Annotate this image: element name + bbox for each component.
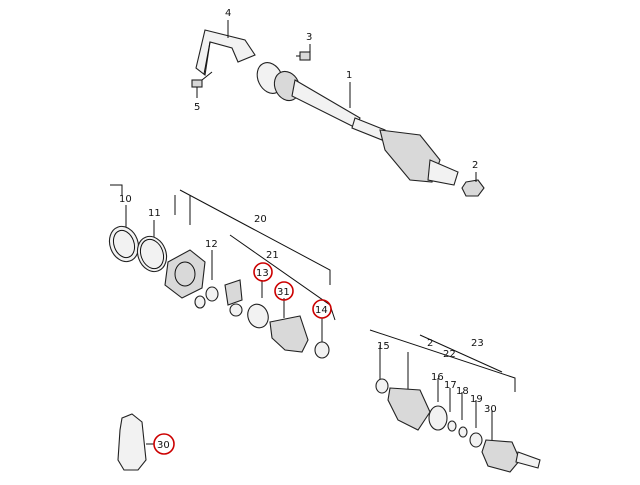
callout-22: 22 — [443, 349, 456, 360]
bolt-part — [299, 51, 311, 61]
callout-2b: 2 — [427, 338, 433, 349]
highlight-ring-30 — [153, 433, 175, 455]
callout-4: 4 — [225, 8, 231, 19]
spacer-part — [229, 303, 243, 317]
callout-2: 2 — [472, 160, 478, 171]
o-ring-part — [136, 235, 168, 273]
circlip-part — [447, 420, 457, 432]
hex-nut-part — [461, 179, 485, 197]
damper-part — [351, 117, 386, 141]
grease-tube-part — [117, 413, 147, 471]
gasket-ring-part — [108, 225, 140, 263]
highlight-ring-14 — [312, 299, 332, 319]
callout-10: 10 — [119, 194, 132, 205]
outer-cv-joint — [481, 439, 521, 473]
thrust-washer-part — [458, 426, 468, 438]
callout-31: 31 — [277, 287, 290, 298]
stub-axle-part — [515, 451, 541, 469]
bolt-part — [191, 79, 203, 88]
spline-hub-part — [224, 279, 243, 306]
callout-18: 18 — [456, 386, 469, 397]
callout-11: 11 — [148, 208, 161, 219]
callout-30a: 30 — [484, 404, 497, 415]
callout-21: 21 — [266, 250, 279, 261]
callout-16: 16 — [431, 372, 444, 383]
joint-boot-part — [269, 315, 309, 353]
outer-joint — [427, 159, 459, 186]
callout-15: 15 — [377, 341, 390, 352]
callout-20: 20 — [254, 214, 267, 225]
highlight-ring-13 — [253, 262, 273, 282]
dished-washer-part — [469, 432, 483, 448]
callout-17: 17 — [444, 380, 457, 391]
small-clamp-part — [314, 341, 330, 359]
washer-part — [194, 295, 206, 309]
callout-19: 19 — [470, 394, 483, 405]
circlip-part — [205, 286, 219, 302]
callout-3: 3 — [306, 32, 312, 43]
highlight-ring-31 — [274, 281, 294, 301]
callout-1: 1 — [346, 70, 352, 81]
callout-23: 23 — [471, 338, 484, 349]
callout-30b: 30 — [157, 440, 170, 451]
callout-13: 13 — [256, 268, 269, 279]
large-clamp-part — [428, 405, 448, 431]
callout-12: 12 — [205, 239, 218, 250]
inner-cv-joint — [164, 249, 206, 299]
heat-shield-part — [195, 29, 256, 77]
callout-5: 5 — [194, 102, 200, 113]
outer-boot-part — [387, 387, 431, 431]
callout-14: 14 — [315, 305, 328, 316]
outer-boot — [379, 129, 441, 183]
hose-clamp-part — [247, 303, 269, 329]
small-clamp-part — [375, 378, 389, 394]
